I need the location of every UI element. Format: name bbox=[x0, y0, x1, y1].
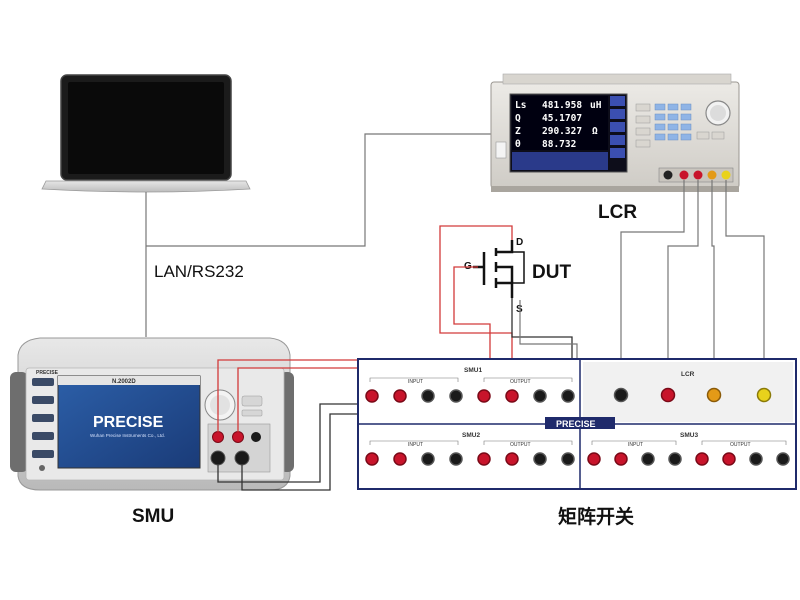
smu-brand-text: PRECISE bbox=[93, 414, 164, 431]
dut-drain-label: D bbox=[516, 237, 523, 248]
panel-smu1-output: OUTPUT bbox=[510, 379, 531, 385]
matrix-label: 矩阵开关 bbox=[558, 505, 634, 528]
panel-smu2-title: SMU2 bbox=[462, 432, 480, 439]
matrix-panel-smu2: SMU2 INPUT OUTPUT bbox=[365, 432, 575, 466]
lcr-meter: Ls 481.958 uH Q 45.1707 Z 290.327 Ω θ 88… bbox=[490, 73, 740, 192]
smu-brand-sub: Wuhan Precise Instruments Co., Ltd. bbox=[90, 433, 165, 438]
lcr-keypad bbox=[654, 103, 692, 141]
lcr-param-2: Z bbox=[515, 126, 521, 137]
smu-tag-text: PRECISE bbox=[36, 370, 59, 376]
matrix-brand-plate bbox=[545, 417, 615, 429]
smu-side-buttons bbox=[32, 378, 54, 458]
communication-cables bbox=[145, 133, 497, 337]
matrix-brand-text: PRECISE bbox=[556, 419, 596, 429]
panel-smu2-output: OUTPUT bbox=[510, 442, 531, 448]
laptop-base bbox=[41, 180, 251, 193]
lcr-value-0: 481.958 bbox=[542, 100, 582, 111]
lcr-value-1: 45.1707 bbox=[542, 113, 582, 124]
laptop bbox=[41, 74, 251, 193]
dut-mosfet bbox=[473, 240, 525, 298]
smu-label: SMU bbox=[132, 506, 174, 527]
smu-terminals bbox=[207, 423, 271, 473]
lcr-label: LCR bbox=[598, 202, 637, 223]
panel-smu3-output: OUTPUT bbox=[730, 442, 751, 448]
smu-model-text: N.2002D bbox=[112, 379, 136, 385]
panel-lcr-title: LCR bbox=[681, 371, 695, 378]
panel-smu2-input: INPUT bbox=[408, 442, 423, 448]
lan-label: LAN/RS232 bbox=[154, 262, 244, 281]
lcr-value-3: 88.732 bbox=[542, 139, 576, 150]
panel-smu1-input: INPUT bbox=[408, 379, 423, 385]
lcr-unit-2: Ω bbox=[592, 126, 598, 137]
matrix-switch: PRECISE SMU1 INPUT OUTPUT LCR bbox=[357, 358, 797, 490]
panel-smu3-title: SMU3 bbox=[680, 432, 698, 439]
lcr-param-0: Ls bbox=[515, 100, 526, 111]
lcr-param-3: θ bbox=[515, 139, 521, 150]
lcr-unit-0: uH bbox=[590, 100, 602, 111]
panel-smu3-input: INPUT bbox=[628, 442, 643, 448]
panel-smu1-title: SMU1 bbox=[464, 367, 482, 374]
lcr-readings: Ls 481.958 uH Q 45.1707 Z 290.327 Ω θ 88… bbox=[515, 100, 602, 150]
lcr-terminals bbox=[658, 167, 734, 183]
lcr-value-2: 290.327 bbox=[542, 126, 582, 137]
smu-display bbox=[57, 375, 201, 469]
smu-instrument: N.2002D PRECISE PRECISE Wuhan Precise In… bbox=[10, 337, 294, 491]
matrix-panel-smu1: SMU1 INPUT OUTPUT bbox=[365, 367, 575, 403]
dut-label: DUT bbox=[532, 262, 571, 283]
lcr-cables bbox=[620, 180, 765, 370]
lcr-param-1: Q bbox=[515, 113, 521, 124]
matrix-panel-lcr: LCR bbox=[613, 371, 772, 403]
matrix-panel-smu3: SMU3 INPUT OUTPUT bbox=[587, 432, 790, 466]
